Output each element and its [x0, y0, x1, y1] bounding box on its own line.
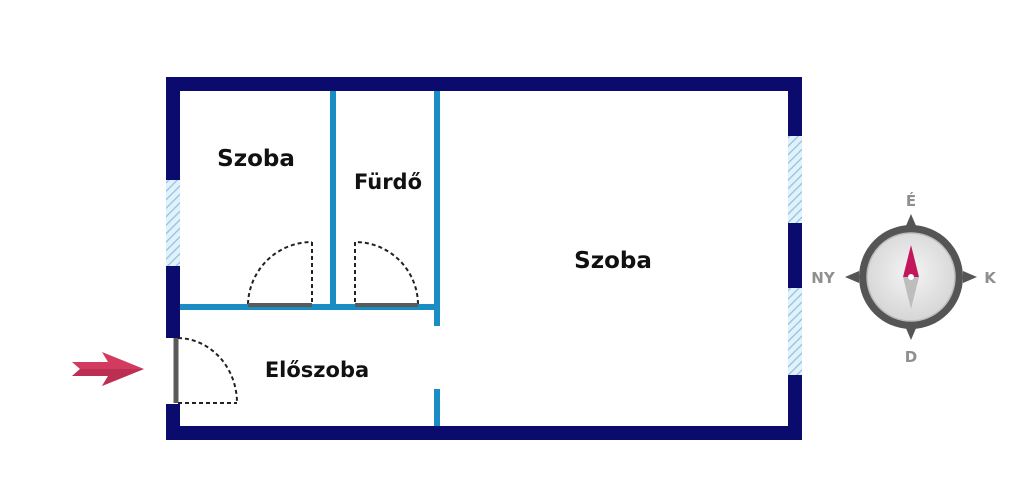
outer-wall-right [788, 77, 802, 440]
window-right-bottom [788, 288, 802, 375]
door-bathroom [354, 241, 419, 307]
compass-label-west: NY [811, 269, 836, 287]
compass-label-south: D [905, 348, 917, 366]
room-label-hallway: Előszoba [265, 358, 369, 382]
room-label-bathroom: Fürdő [354, 170, 422, 194]
windows [166, 136, 802, 375]
outer-wall-bottom [166, 426, 802, 440]
compass-icon: É D K NY [811, 191, 997, 366]
outer-wall-top [166, 77, 802, 91]
door-room-left [247, 241, 313, 307]
window-right-top [788, 136, 802, 223]
compass-label-north: É [906, 191, 916, 210]
room-label-right: Szoba [574, 248, 652, 274]
room-label-left: Szoba [217, 146, 295, 172]
door-entrance [173, 337, 238, 404]
compass-needle-north [903, 245, 919, 277]
compass-needle-south [903, 277, 919, 309]
window-left [166, 180, 180, 266]
doors [173, 241, 419, 404]
outer-walls [166, 77, 802, 440]
compass-label-east: K [984, 269, 997, 287]
entrance-arrow-icon [72, 352, 144, 386]
